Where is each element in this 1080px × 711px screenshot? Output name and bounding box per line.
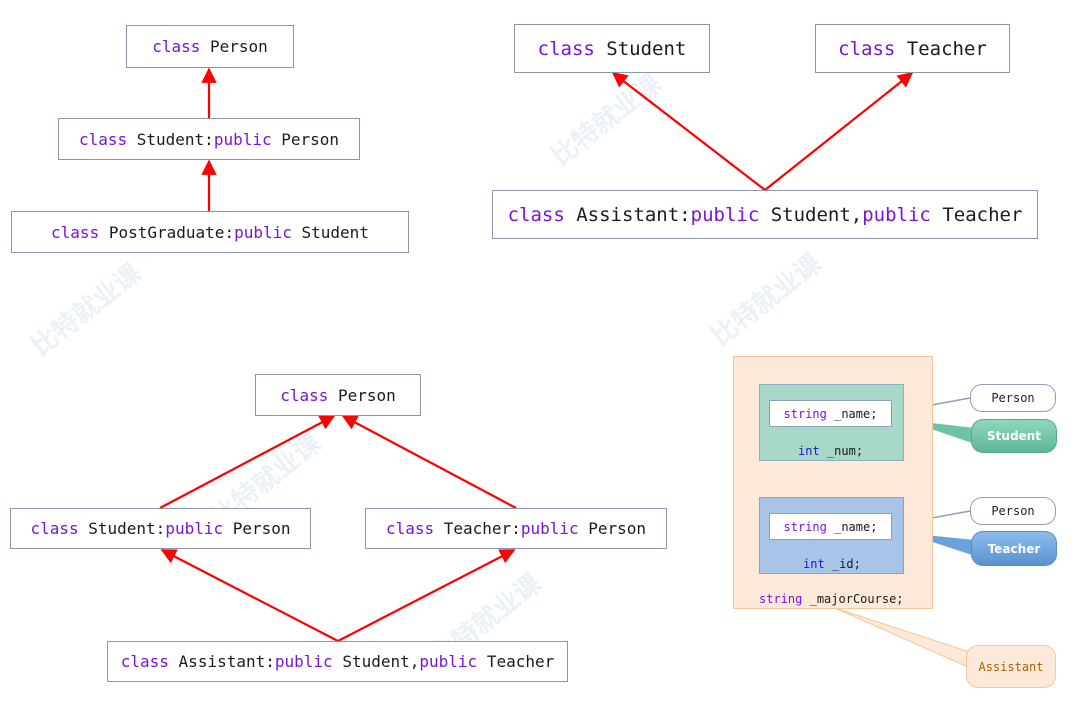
arrow-teacher-to-person-diamond: [341, 415, 517, 509]
class-postgraduate-box: class PostGraduate:public Student: [11, 211, 409, 253]
class-teacher-box-diamond: class Teacher:public Person: [365, 508, 667, 549]
class-assistant-box-multi: class Assistant:public Student,public Te…: [492, 190, 1038, 239]
class-student-box-multi: class Student: [514, 24, 710, 73]
student-num-field: int _num;: [798, 444, 864, 458]
callout-tail-assistant: [834, 607, 971, 669]
assistant-majorcourse-field: string _majorCourse;: [759, 592, 904, 606]
class-teacher-box-multi: class Teacher: [815, 24, 1010, 73]
person-callout-student: Person: [970, 384, 1056, 412]
class-assistant-box-diamond: class Assistant:public Student,public Te…: [107, 641, 568, 682]
arrow-assistant-to-student: [611, 72, 766, 191]
class-student-box: class Student:public Person: [58, 118, 360, 160]
class-student-box-diamond: class Student:public Person: [10, 508, 311, 549]
arrow-assistant-to-student-diamond: [160, 549, 339, 642]
teacher-name-field: string _name;: [769, 513, 892, 540]
class-person-box-diamond: class Person: [255, 374, 421, 416]
teacher-id-field: int _id;: [803, 557, 861, 571]
arrow-assistant-to-teacher: [764, 72, 914, 191]
arrow-assistant-to-teacher-diamond: [337, 549, 516, 642]
arrow-student-to-person-diamond: [159, 415, 336, 509]
person-callout-teacher: Person: [970, 497, 1056, 525]
student-name-field: string _name;: [769, 400, 892, 427]
assistant-callout: Assistant: [966, 645, 1056, 688]
class-person-box: class Person: [126, 25, 294, 68]
student-callout: Student: [971, 419, 1057, 453]
teacher-callout: Teacher: [971, 531, 1057, 566]
